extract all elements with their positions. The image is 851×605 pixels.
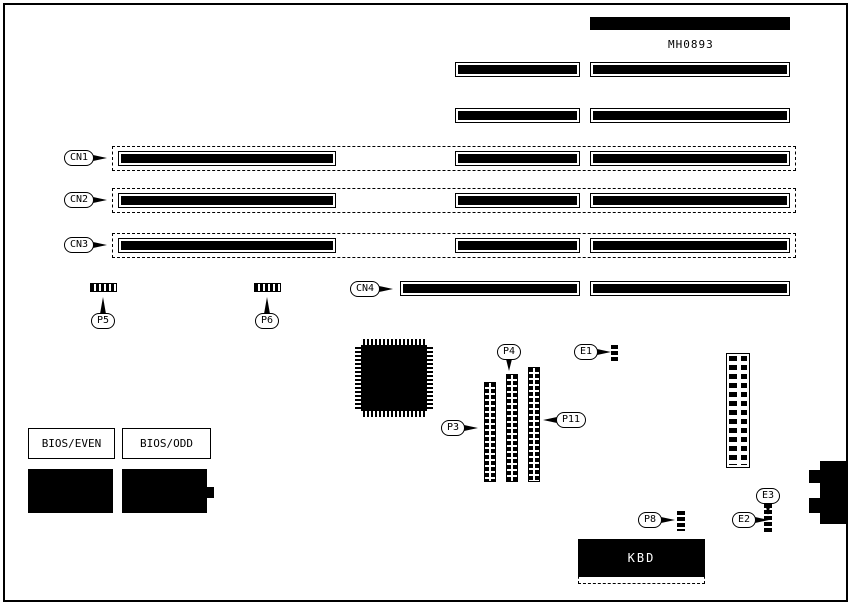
callout-cn1: CN1 <box>64 150 95 166</box>
slot-cn4-right <box>590 281 790 296</box>
qfp-pins-bottom <box>363 411 425 417</box>
slot-cn2-left <box>118 193 336 208</box>
jumper-p8 <box>677 511 685 531</box>
keyboard-port-tab-upper <box>809 470 820 483</box>
bios-even-label: BIOS/EVEN <box>28 428 115 459</box>
callout-p3: P3 <box>441 420 466 436</box>
header-p4 <box>506 374 518 482</box>
callout-p11: P11 <box>556 412 587 428</box>
slot-cn3-left <box>118 238 336 253</box>
callout-e1: E1 <box>574 344 599 360</box>
slot-row3-right <box>590 108 790 123</box>
slot-cn1-mid <box>455 151 580 166</box>
bios-odd-chip <box>122 469 207 513</box>
callout-p5: P5 <box>91 313 116 329</box>
callout-cn4: CN4 <box>350 281 381 297</box>
power-connector <box>726 353 750 468</box>
bios-odd-label: BIOS/ODD <box>122 428 211 459</box>
slot-cn3-mid <box>455 238 580 253</box>
keyboard-port-tab-lower <box>809 498 820 513</box>
callout-cn2: CN2 <box>64 192 95 208</box>
qfp-pins-right <box>427 347 433 409</box>
slot-outline-cn3 <box>112 233 796 258</box>
slot-row3-mid <box>455 108 580 123</box>
bios-odd-chip-tab <box>207 487 214 498</box>
qfp-chip <box>355 339 433 417</box>
callout-e3: E3 <box>756 488 781 504</box>
keyboard-port <box>820 461 848 524</box>
qfp-body <box>361 345 427 411</box>
callout-p6: P6 <box>255 313 280 329</box>
slot-row2-right <box>590 62 790 77</box>
slot-row2-mid <box>455 62 580 77</box>
slot-outline-cn1 <box>112 146 796 171</box>
callout-cn3: CN3 <box>64 237 95 253</box>
qfp-pins-top <box>363 339 425 345</box>
callout-e2: E2 <box>732 512 757 528</box>
slot-cn1-left <box>118 151 336 166</box>
connector-p6 <box>254 283 281 292</box>
slot-cn2-mid <box>455 193 580 208</box>
part-number-label: MH0893 <box>668 38 714 51</box>
kbd-connector: KBD <box>578 539 705 577</box>
slot-cn1-right <box>590 151 790 166</box>
slot-top-right <box>590 17 790 30</box>
callout-p4: P4 <box>497 344 522 360</box>
header-p11 <box>528 367 540 482</box>
slot-outline-cn2 <box>112 188 796 213</box>
callout-p8: P8 <box>638 512 663 528</box>
bios-even-chip <box>28 469 113 513</box>
qfp-pins-left <box>355 347 361 409</box>
jumper-e1 <box>611 345 618 362</box>
connector-p5 <box>90 283 117 292</box>
slot-cn4-mid <box>400 281 580 296</box>
slot-cn3-right <box>590 238 790 253</box>
header-p3 <box>484 382 496 482</box>
diagram-border <box>3 3 848 602</box>
slot-cn2-right <box>590 193 790 208</box>
